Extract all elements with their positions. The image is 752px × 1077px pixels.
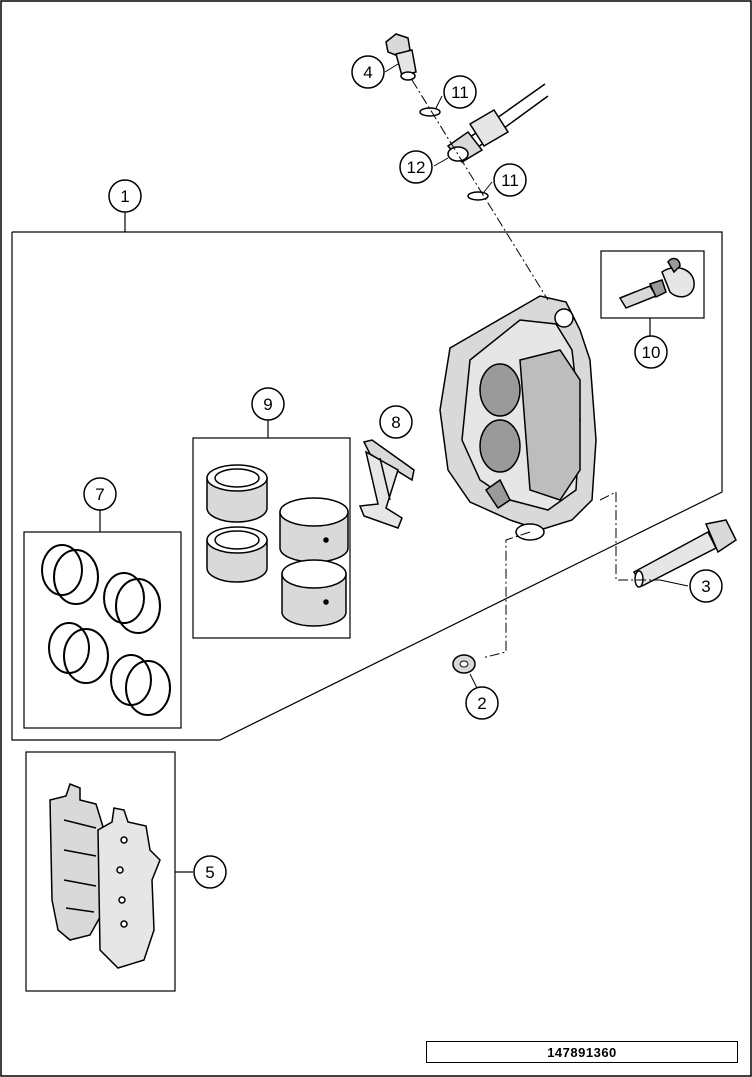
brake-hose (446, 83, 549, 163)
svg-text:10: 10 (642, 343, 661, 362)
spacer-washer-hole (459, 660, 469, 668)
leader-3 (659, 579, 689, 587)
callout-9: 9 (251, 387, 285, 421)
assembly-outline (11, 231, 723, 741)
svg-text:9: 9 (263, 395, 272, 414)
box-seal-rings (23, 531, 182, 729)
leader-4 (384, 63, 399, 73)
seal-rings-set (41, 544, 171, 716)
callout-11-upper: 11 (443, 75, 477, 109)
callout-4: 4 (351, 55, 385, 89)
bolt-axis-line (411, 79, 549, 301)
sealing-washer-upper (419, 107, 441, 117)
callout-1: 1 (108, 179, 142, 213)
svg-text:7: 7 (95, 485, 104, 504)
svg-text:11: 11 (501, 171, 519, 190)
brake-pads (49, 783, 161, 969)
leader-11b (483, 181, 493, 193)
brake-caliper-body (439, 295, 597, 541)
callout-8: 8 (379, 405, 413, 439)
pistons-set (206, 464, 349, 627)
callout-5: 5 (193, 855, 227, 889)
callout-11-lower: 11 (493, 163, 527, 197)
box-bleed-valve (600, 250, 705, 319)
pin-axis-line (599, 491, 660, 581)
svg-text:3: 3 (701, 577, 710, 596)
svg-text:4: 4 (363, 63, 372, 82)
svg-text:2: 2 (477, 694, 486, 713)
leader-11a (435, 95, 443, 109)
svg-text:12: 12 (407, 158, 426, 177)
figure-number-box: 147891360 (426, 1041, 738, 1063)
svg-text:5: 5 (205, 863, 214, 882)
callout-3: 3 (689, 569, 723, 603)
leader-12 (433, 157, 449, 167)
box-pistons (192, 437, 351, 639)
svg-text:1: 1 (120, 187, 129, 206)
callout-10: 10 (634, 335, 668, 369)
washer-axis-line (481, 531, 531, 659)
caliper-pin (632, 519, 737, 588)
callout-7: 7 (83, 477, 117, 511)
svg-text:11: 11 (451, 83, 469, 102)
banjo-bolt (385, 33, 417, 81)
svg-text:8: 8 (391, 413, 400, 432)
pad-spring-clip (358, 439, 415, 529)
callout-2: 2 (465, 686, 499, 720)
bleed-valve-parts (618, 257, 695, 309)
callout-12: 12 (399, 150, 433, 184)
